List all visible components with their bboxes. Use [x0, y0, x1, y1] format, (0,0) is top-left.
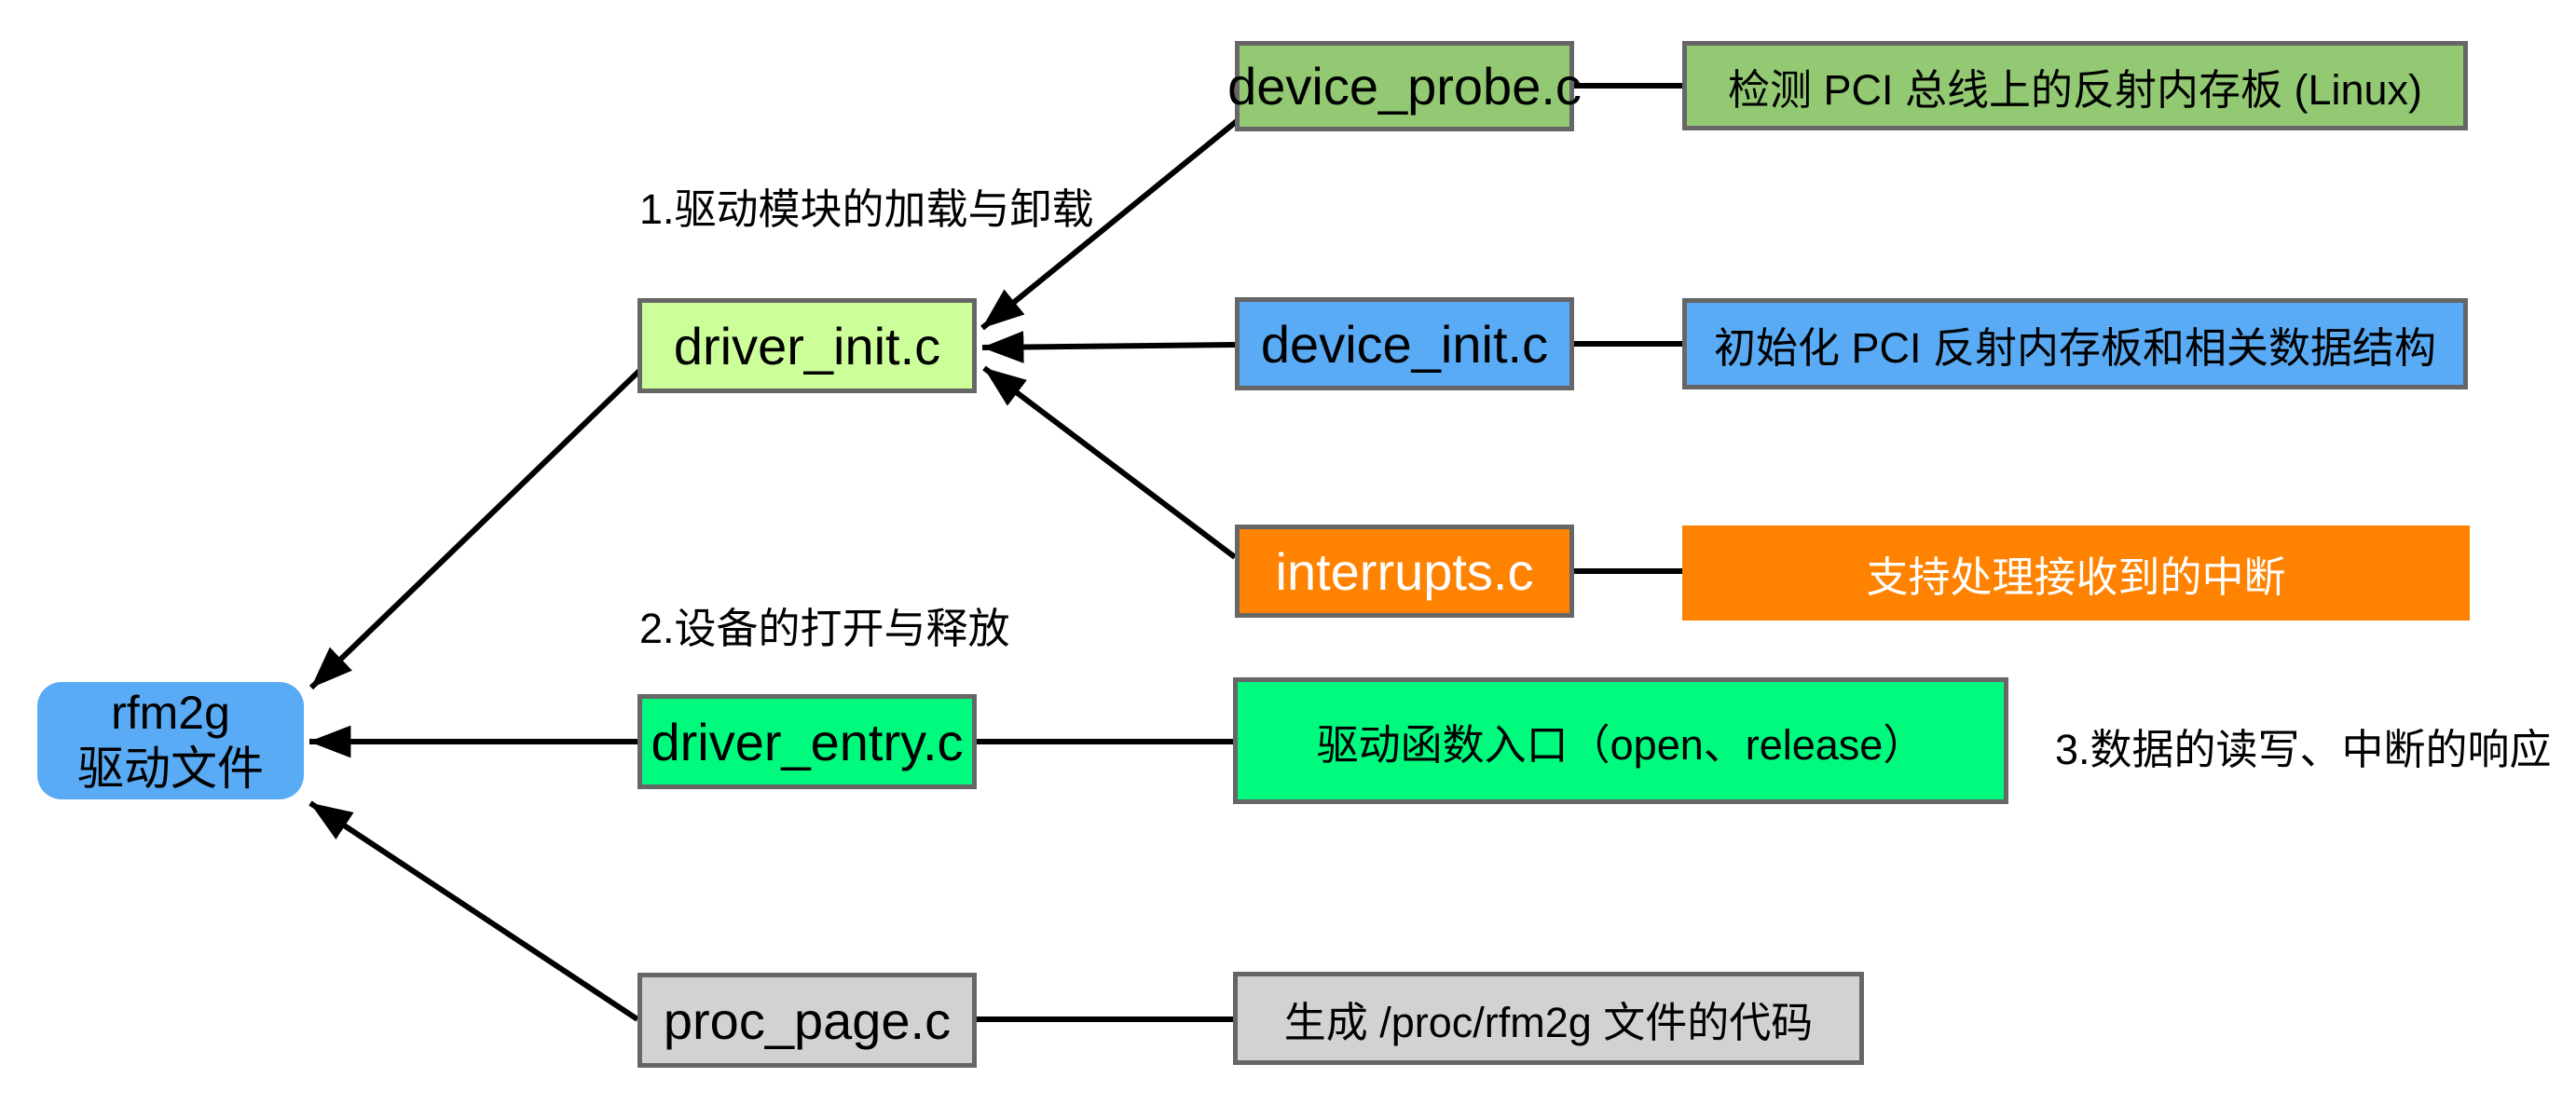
node-rfm2g-driver-files: rfm2g 驱动文件	[37, 682, 304, 799]
desc-device-probe: 检测 PCI 总线上的反射内存板 (Linux)	[1682, 41, 2468, 130]
node-device-init: device_init.c	[1235, 297, 1574, 390]
node-proc-page: proc_page.c	[637, 973, 977, 1068]
arrow-device-probe-to-driver-init	[980, 118, 1239, 331]
arrow-device-init-to-driver-init	[981, 331, 1236, 363]
desc-device-init: 初始化 PCI 反射内存板和相关数据结构	[1682, 298, 2468, 389]
node-driver-entry: driver_entry.c	[637, 694, 977, 789]
arrow-driver-init-to-root	[308, 368, 642, 690]
node-device-probe: device_probe.c	[1227, 41, 1582, 131]
desc-proc-page: 生成 /proc/rfm2g 文件的代码	[1233, 972, 1864, 1065]
node-interrupts: interrupts.c	[1235, 525, 1574, 618]
note-device-open-release: 2.设备的打开与释放	[639, 605, 1010, 652]
note-module-load-unload: 1.驱动模块的加载与卸载	[639, 185, 1094, 233]
desc-driver-entry: 驱动函数入口（open、release）	[1233, 677, 2008, 804]
node-rfm2g-label-line1: rfm2g	[111, 687, 230, 739]
node-driver-init: driver_init.c	[637, 298, 977, 393]
arrow-interrupts-to-driver-init	[982, 365, 1237, 560]
node-rfm2g-label-line2: 驱动文件	[77, 743, 264, 795]
arrow-proc-page-to-root	[308, 800, 639, 1022]
desc-interrupts: 支持处理接收到的中断	[1682, 525, 2470, 621]
note-data-rw-interrupt: 3.数据的读写、中断的响应	[2055, 726, 2552, 773]
